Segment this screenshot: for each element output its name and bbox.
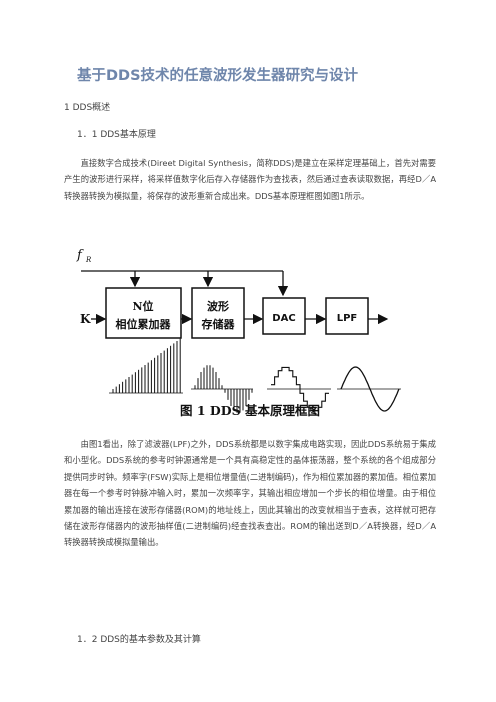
- rom-line1: 波形: [207, 299, 229, 313]
- section-heading-1-1: 1．1 DDS基本原理: [77, 130, 156, 140]
- clock-subscript: R: [85, 256, 92, 264]
- accumulator-line2: 相位累加器: [116, 317, 172, 331]
- accumulator-line1: N位: [132, 299, 153, 313]
- section-heading-1: 1 DDS概述: [64, 103, 111, 113]
- figure-caption: 图 1 DDS 基本原理框图: [180, 403, 320, 418]
- document-title: 基于DDS技术的任意波形发生器研究与设计: [77, 68, 359, 84]
- lpf-label: LPF: [337, 313, 358, 324]
- dac-block: [262, 297, 306, 335]
- k-label: K: [80, 312, 91, 326]
- phase-ramp-waveform: [112, 338, 181, 393]
- rom-block: [191, 287, 245, 339]
- clock-label: f: [76, 248, 84, 263]
- dac-label: DAC: [272, 313, 295, 324]
- paragraph-analysis: 由图1看出，除了滤波器(LPF)之外，DDS系统都是以数字集成电路实现，因此DD…: [64, 439, 436, 548]
- section-heading-1-2: 1．2 DDS的基本参数及其计算: [77, 635, 201, 645]
- accumulator-block: [105, 287, 182, 339]
- paragraph-principle: 直接数字合成技术(Direet Digital Synthesis，简称DDS)…: [64, 158, 436, 201]
- lpf-block: [325, 297, 369, 335]
- sampled-sine-waveform: [194, 365, 253, 413]
- dds-block-diagram: f R K N位 相位累加器 波形 存储器 DAC: [75, 153, 425, 423]
- rom-line2: 存储器: [202, 317, 236, 331]
